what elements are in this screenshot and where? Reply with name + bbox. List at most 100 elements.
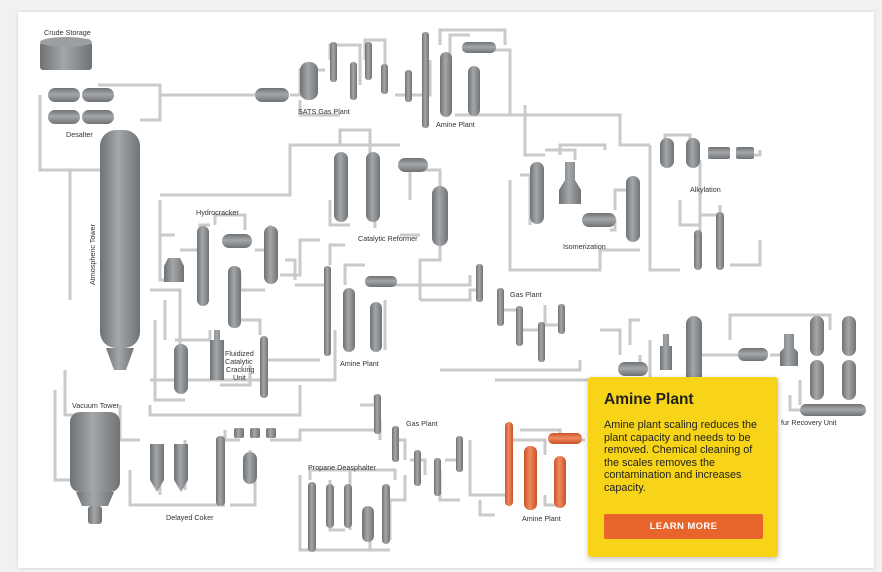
label-fcc-2: Catalytic	[225, 357, 253, 366]
hydrocracker-reactor-2	[197, 226, 209, 306]
label-fcc-3: Cracking	[226, 365, 254, 374]
isom-reactor-1	[530, 162, 544, 224]
sats-column-2	[350, 62, 357, 100]
popup-body: Amine plant scaling reduces the plant ca…	[604, 419, 758, 494]
alky-vessel-1	[660, 138, 674, 168]
pda-column-3	[344, 484, 352, 528]
label-sats-gas-plant: SATS Gas Plant	[298, 107, 350, 116]
label-amine-plant-low: Amine Plant	[522, 514, 561, 523]
unit-labels: Crude Storage Desalter Atmospheric Tower…	[44, 28, 837, 523]
coker-vessel	[243, 452, 257, 484]
label-hydrocracker: Hydrocracker	[196, 208, 239, 217]
gas-low-column-4	[434, 458, 441, 496]
fcc-fractionator	[260, 336, 268, 398]
gas-mid-column-5	[558, 304, 565, 334]
desalter-vessel-2	[82, 88, 114, 102]
label-vacuum-tower: Vacuum Tower	[72, 401, 119, 410]
vacuum-tower-base	[76, 492, 114, 506]
sru-vessel-3	[842, 316, 856, 356]
reformer-drum	[398, 158, 428, 172]
sats-column-5	[405, 70, 412, 102]
desalter-vessel-3	[48, 110, 80, 124]
hydrocracker-reactor-1	[164, 258, 184, 282]
label-desalter: Desalter	[66, 130, 93, 139]
label-sulfur-recovery: fur Recovery Unit	[781, 418, 837, 427]
desalter-vessel-4	[82, 110, 114, 124]
alky-vessel-2	[686, 138, 700, 168]
amine-plant-highlight[interactable]	[505, 422, 582, 510]
amine-mid-vessel-2	[370, 302, 382, 352]
label-isomerization: Isomerization	[563, 242, 606, 251]
coker-hx-2	[250, 428, 260, 438]
desalter-vessel-1	[48, 88, 80, 102]
label-gas-plant-low: Gas Plant	[406, 419, 438, 428]
label-delayed-coker: Delayed Coker	[166, 513, 214, 522]
reformer-reactor-1	[334, 152, 348, 222]
sru-header	[800, 404, 866, 416]
pda-column-4	[382, 484, 390, 544]
label-atmospheric-tower: Atmospheric Tower	[88, 223, 97, 285]
label-fcc-1: Fluidized	[225, 349, 254, 358]
alky-exchanger-2	[736, 147, 754, 159]
pda-vessel	[362, 506, 374, 542]
sats-drum	[255, 88, 289, 102]
sats-vessel-1	[300, 62, 318, 100]
right-column	[686, 316, 702, 386]
amine-mid-vessel-1	[343, 288, 355, 352]
amine-top-vessel-2	[468, 66, 480, 116]
vacuum-tower	[70, 412, 120, 492]
label-amine-plant-mid: Amine Plant	[340, 359, 379, 368]
coker-fractionator	[216, 436, 225, 506]
crude-storage-tank	[40, 42, 92, 70]
vacuum-tower-skirt	[88, 506, 102, 524]
sru-drum	[738, 348, 768, 361]
sru-vessel-1	[810, 316, 824, 356]
atmospheric-tower-base	[106, 348, 134, 370]
fcc-regenerator	[210, 330, 224, 380]
sats-column-4	[381, 64, 388, 94]
equipment	[40, 32, 866, 552]
isom-reactor-2	[559, 162, 581, 204]
label-propane-deasphalter: Propane Deasphalter	[308, 463, 377, 472]
hydrocracker-drum	[222, 234, 252, 248]
gas-mid-column-3	[516, 306, 523, 346]
label-crude-storage: Crude Storage	[44, 28, 91, 37]
amine-mid-drum	[365, 276, 397, 287]
sats-column-1	[330, 42, 337, 82]
coker-drum-1	[150, 444, 164, 492]
gas-low-column-3	[414, 450, 421, 486]
label-amine-plant-top: Amine Plant	[436, 120, 475, 129]
label-alkylation: Alkylation	[690, 185, 721, 194]
sru-vessel-4	[842, 360, 856, 400]
sru-vessel-2	[810, 360, 824, 400]
amine-low-vessel-1	[524, 446, 537, 510]
alky-exchanger-1	[708, 147, 730, 159]
sats-column-3	[365, 42, 372, 80]
label-catalytic-reformer: Catalytic Reformer	[358, 234, 418, 243]
isom-column	[626, 176, 640, 242]
gas-mid-column-4	[538, 322, 545, 362]
amine-low-vessel-2	[554, 456, 566, 508]
fcc-reactor	[174, 344, 188, 394]
amine-top-drum	[462, 42, 496, 53]
right-reactor	[660, 334, 672, 370]
sru-reactor	[780, 334, 798, 366]
amine-low-drum	[548, 433, 582, 444]
popup-title: Amine Plant	[604, 391, 694, 408]
coker-hx-3	[266, 428, 276, 438]
label-gas-plant-mid: Gas Plant	[510, 290, 542, 299]
learn-more-button[interactable]: LEARN MORE	[604, 514, 763, 539]
pda-column-2	[326, 484, 334, 528]
atmospheric-tower	[100, 130, 140, 348]
gas-low-column-1	[374, 394, 381, 434]
alky-column-1	[694, 230, 702, 270]
reformer-column	[432, 186, 448, 246]
gas-low-column-5	[456, 436, 463, 472]
coker-drum-2	[174, 444, 188, 492]
amine-mid-column	[324, 266, 331, 356]
amine-plant-popup: Amine Plant Amine plant scaling reduces …	[588, 377, 778, 557]
gas-low-column-2	[392, 426, 399, 462]
amine-top-column	[422, 32, 429, 128]
